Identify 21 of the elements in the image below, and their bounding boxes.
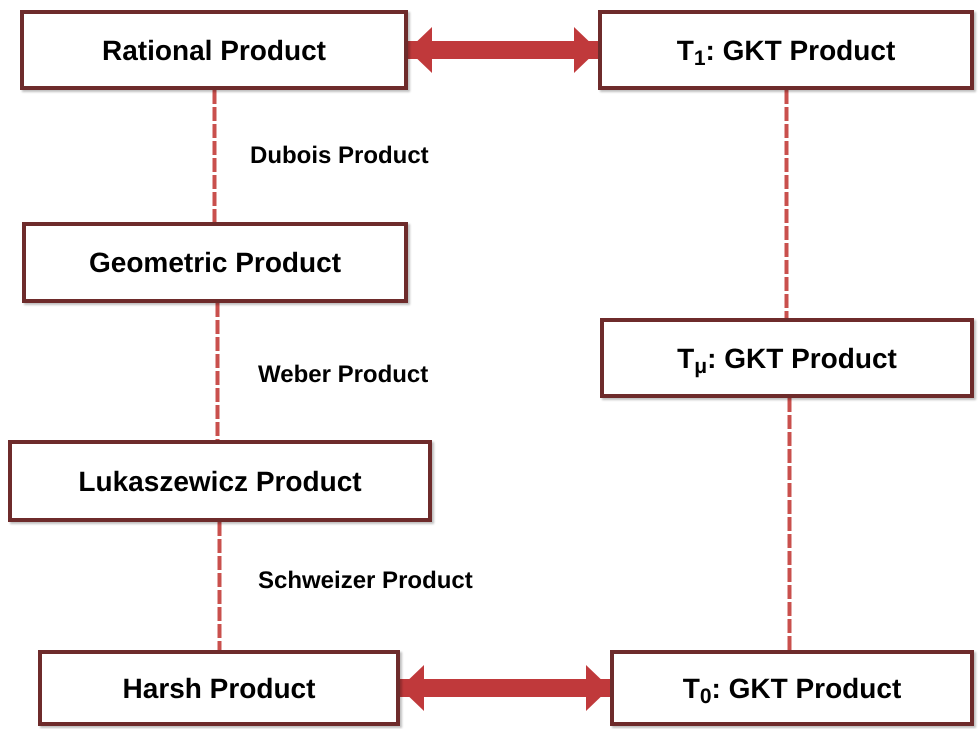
double-arrow	[400, 665, 610, 711]
process-box	[600, 318, 974, 398]
process-box	[38, 650, 400, 726]
box-label: T$_{1}$: GKT Product	[676, 34, 896, 68]
dashed-connector	[212, 90, 216, 222]
process-box	[22, 222, 408, 303]
dashed-connector	[216, 303, 220, 440]
box-label: Harsh Product	[122, 672, 316, 706]
box-label: Rational Product	[102, 34, 326, 68]
dashed-connector	[218, 522, 222, 650]
dashed-connector	[788, 398, 792, 650]
box-label: T$_{μ}$: GKT Product	[677, 342, 897, 376]
process-box	[598, 10, 974, 90]
process-box	[20, 10, 408, 90]
double-arrow	[408, 27, 598, 73]
dashed-connector	[784, 90, 788, 318]
process-box	[610, 650, 974, 726]
box-label: Geometric Product	[88, 246, 342, 280]
process-box	[8, 440, 432, 522]
box-label: T$_{0}$: GKT Product	[682, 672, 902, 706]
box-label: Lukaszewicz Product	[78, 464, 362, 498]
